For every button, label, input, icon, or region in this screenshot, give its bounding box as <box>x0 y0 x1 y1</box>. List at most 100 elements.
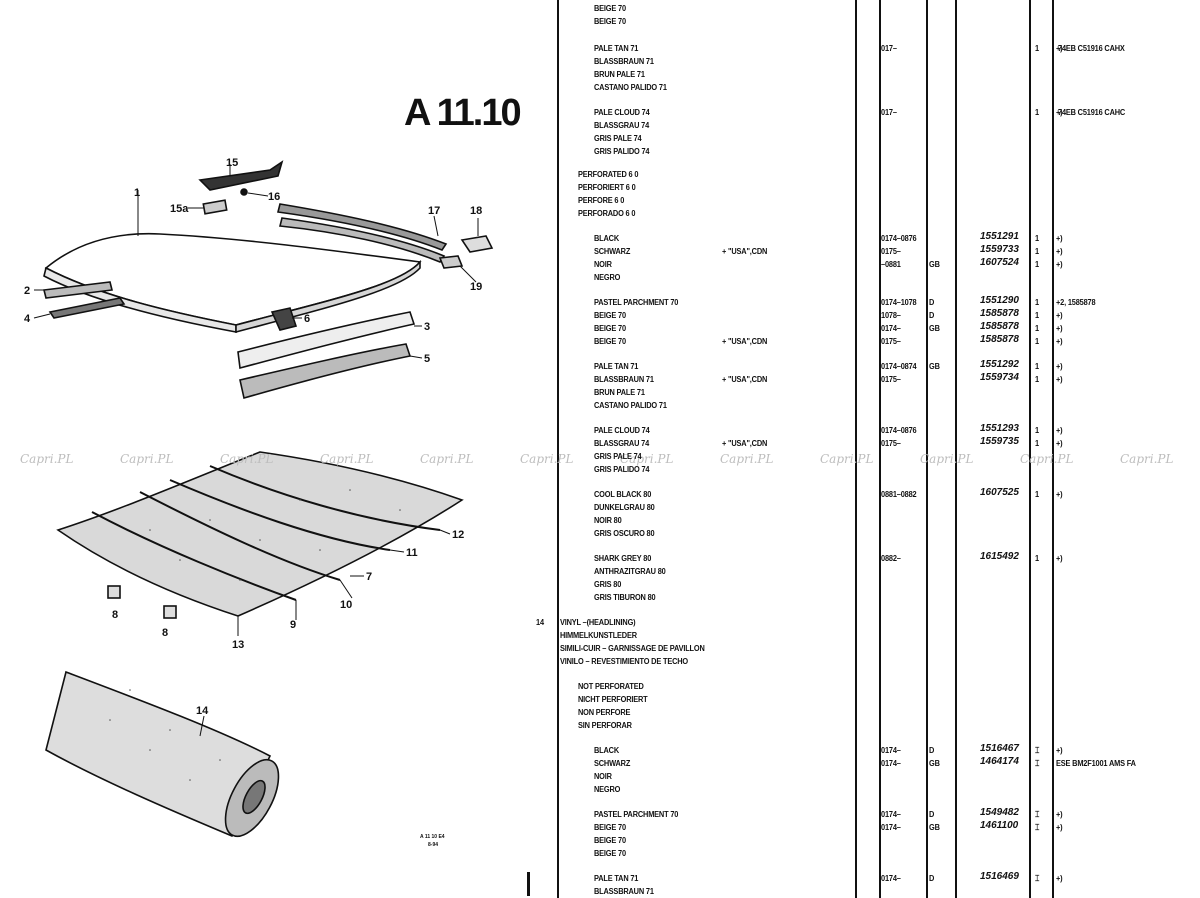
diagram-ref: 18 <box>470 205 482 217</box>
row-description: NEGRO <box>594 272 621 282</box>
row-description: PERFORE 6 0 <box>578 195 625 205</box>
watermark-text: Capri.PL <box>620 452 674 466</box>
row-note: +) <box>1056 43 1063 53</box>
row-description: BEIGE 70 <box>594 16 626 26</box>
row-quantity: 1 <box>1035 233 1039 243</box>
watermark-text: Capri.PL <box>1020 452 1074 466</box>
diagram-ref: 11 <box>406 547 418 559</box>
row-plant: GB <box>929 259 940 269</box>
row-market: + "USA",CDN <box>722 246 768 256</box>
row-date-range: 017– <box>881 107 897 117</box>
row-description: NOIR <box>594 259 612 269</box>
rail-left-lower <box>48 297 126 319</box>
watermark-text: Capri.PL <box>20 452 74 466</box>
row-description: PALE CLOUD 74 <box>594 107 650 117</box>
row-quantity: 1 <box>1035 489 1039 499</box>
row-date-range: 017– <box>881 43 897 53</box>
row-description: GRIS TIBURON 80 <box>594 592 656 602</box>
row-description: NOT PERFORATED <box>578 681 644 691</box>
row-quantity: 1 <box>1035 336 1039 346</box>
row-part-number: 1559733 <box>980 244 1019 255</box>
diagram-ref: 7 <box>366 571 372 583</box>
row-part-number: 1551292 <box>980 359 1019 370</box>
watermark-text: Capri.PL <box>320 452 374 466</box>
diagram-ref: 15a <box>170 203 189 215</box>
row-date-range: 0175– <box>881 336 901 346</box>
row-note: +) <box>1056 246 1063 256</box>
watermark-text: Capri.PL <box>920 452 974 466</box>
watermark-text: Capri.PL <box>820 452 874 466</box>
row-description: BEIGE 70 <box>594 3 626 13</box>
cross-member-front <box>237 311 416 370</box>
row-date-range: 0881–0882 <box>881 489 917 499</box>
row-quantity: 1 <box>1035 323 1039 333</box>
row-description: BEIGE 70 <box>594 822 626 832</box>
row-date-range: 0882– <box>881 553 901 563</box>
row-market: + "USA",CDN <box>722 438 768 448</box>
row-part-number: 1585878 <box>980 334 1019 345</box>
watermark-text: Capri.PL <box>120 452 174 466</box>
row-date-range: 0174– <box>881 873 901 883</box>
row-date-range: 0174–1078 <box>881 297 917 307</box>
row-description: PALE TAN 71 <box>594 361 639 371</box>
row-date-range: –0881 <box>881 259 901 269</box>
row-date-range: 0174–0876 <box>881 425 917 435</box>
row-description: ANTHRAZITGRAU 80 <box>594 566 666 576</box>
watermark-text: Capri.PL <box>520 452 574 466</box>
page-code: A 11.10 <box>404 92 522 134</box>
row-description: PERFORATED 6 0 <box>578 169 639 179</box>
row-description: SCHWARZ <box>594 758 631 768</box>
row-description: GRIS PALIDO 74 <box>594 146 650 156</box>
row-remark: 74EB C51916 CAHX <box>1058 43 1125 53</box>
retainer-clip <box>107 585 121 599</box>
handle-clip <box>202 199 228 215</box>
row-quantity: 1 <box>1035 374 1039 384</box>
row-description: PASTEL PARCHMENT 70 <box>594 297 679 307</box>
roof-exploded-diagram: 1 15 15a 16 17 18 19 2 4 6 3 5 12 11 7 1… <box>24 157 494 848</box>
diagram-ref: 19 <box>470 281 482 293</box>
row-note: +) <box>1056 361 1063 371</box>
row-description: SHARK GREY 80 <box>594 553 652 563</box>
column-rule <box>926 0 928 898</box>
row-note: +) <box>1056 745 1063 755</box>
diagram-ref: 6 <box>304 313 310 325</box>
diagram-ref: 5 <box>424 353 430 365</box>
row-note: +) <box>1056 374 1063 384</box>
row-note: +) <box>1056 822 1063 832</box>
row-part-number: 1615492 <box>980 551 1019 562</box>
row-market: + "USA",CDN <box>722 336 768 346</box>
row-note: +) <box>1056 809 1063 819</box>
row-note: ESE BM2F1001 AMS FA <box>1056 758 1136 768</box>
watermark-text: Capri.PL <box>420 452 474 466</box>
row-part-number: 1551293 <box>980 423 1019 434</box>
row-description: PALE CLOUD 74 <box>594 425 650 435</box>
grab-handle <box>198 160 284 191</box>
row-description: BLACK <box>594 233 620 243</box>
row-quantity: ⌶ <box>1035 758 1040 768</box>
row-part-number: 1559735 <box>980 436 1019 447</box>
rail-end <box>438 255 464 269</box>
row-part-number: 1516467 <box>980 743 1019 754</box>
row-plant: GB <box>929 323 940 333</box>
row-date-range: 0175– <box>881 438 901 448</box>
diagram-ref: 13 <box>232 639 244 651</box>
row-description: SIMILI-CUIR – GARNISSAGE DE PAVILLON <box>560 643 705 653</box>
row-description: VINYL –(HEADLINING) <box>560 617 636 627</box>
row-description: BEIGE 70 <box>594 848 626 858</box>
diagram-ref: 1 <box>134 187 140 199</box>
rail-clip <box>460 235 494 253</box>
row-part-number: 1607524 <box>980 257 1019 268</box>
diagram-ref: 14 <box>196 705 209 717</box>
row-description: BEIGE 70 <box>594 336 626 346</box>
row-market: + "USA",CDN <box>722 374 768 384</box>
row-quantity: 1 <box>1035 297 1039 307</box>
roof-rail <box>277 203 448 251</box>
row-quantity: ⌶ <box>1035 809 1040 819</box>
row-description: GRIS OSCURO 80 <box>594 528 655 538</box>
row-description: PALE TAN 71 <box>594 873 639 883</box>
row-date-range: 0175– <box>881 246 901 256</box>
row-part-number: 1551290 <box>980 295 1019 306</box>
row-quantity: 1 <box>1035 553 1039 563</box>
row-part-number: 1585878 <box>980 321 1019 332</box>
roof-panel <box>44 232 422 326</box>
